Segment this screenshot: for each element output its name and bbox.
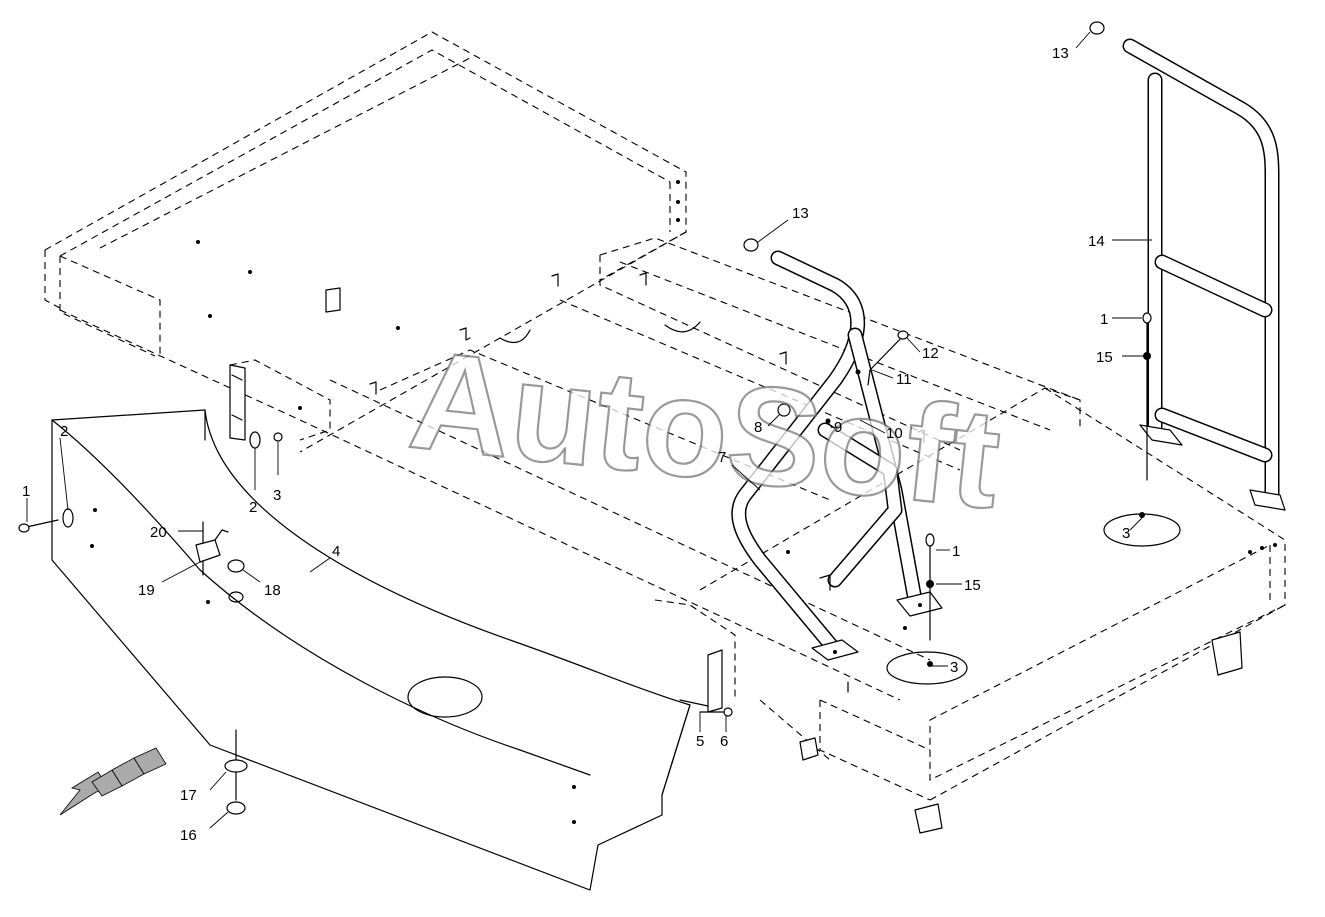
callout-1c: 1 xyxy=(952,543,960,560)
callout-14: 14 xyxy=(1088,233,1105,250)
callout-10: 10 xyxy=(886,425,903,442)
right-bracket xyxy=(679,649,723,713)
callout-labels: 1 2 2 3 20 19 18 4 17 16 5 6 7 8 9 10 11… xyxy=(22,45,1130,844)
callout-2a: 2 xyxy=(60,423,68,440)
left-bracket xyxy=(229,364,246,441)
callout-15b: 15 xyxy=(964,577,981,594)
callout-18: 18 xyxy=(264,582,281,599)
callout-15a: 15 xyxy=(1096,349,1113,366)
callout-7: 7 xyxy=(718,449,726,466)
callout-6: 6 xyxy=(720,733,728,750)
callout-17: 17 xyxy=(180,787,197,804)
callout-4: 4 xyxy=(332,543,340,560)
front-panel xyxy=(51,409,691,891)
ladder-tube xyxy=(1122,38,1286,511)
callout-1b: 1 xyxy=(1100,311,1108,328)
callout-11: 11 xyxy=(896,371,912,388)
callout-9: 9 xyxy=(834,419,842,436)
callout-8: 8 xyxy=(754,419,762,436)
callout-3c: 3 xyxy=(950,659,958,676)
leader-lines xyxy=(26,31,1152,829)
callout-1a: 1 xyxy=(22,483,30,500)
front-direction-arrow xyxy=(59,747,167,816)
callout-20: 20 xyxy=(150,524,167,541)
callout-12: 12 xyxy=(922,345,939,362)
callout-3a: 3 xyxy=(273,487,281,504)
grab-handle-tube xyxy=(731,250,943,661)
callout-2b: 2 xyxy=(249,499,257,516)
callout-3b: 3 xyxy=(1122,525,1130,542)
watermark-text: AutoSoft xyxy=(403,320,1007,538)
callout-19: 19 xyxy=(138,582,155,599)
callout-16: 16 xyxy=(180,827,197,844)
callout-13b: 13 xyxy=(1052,45,1069,62)
fasteners xyxy=(18,21,1243,834)
callout-5: 5 xyxy=(696,733,704,750)
callout-13a: 13 xyxy=(792,205,809,222)
